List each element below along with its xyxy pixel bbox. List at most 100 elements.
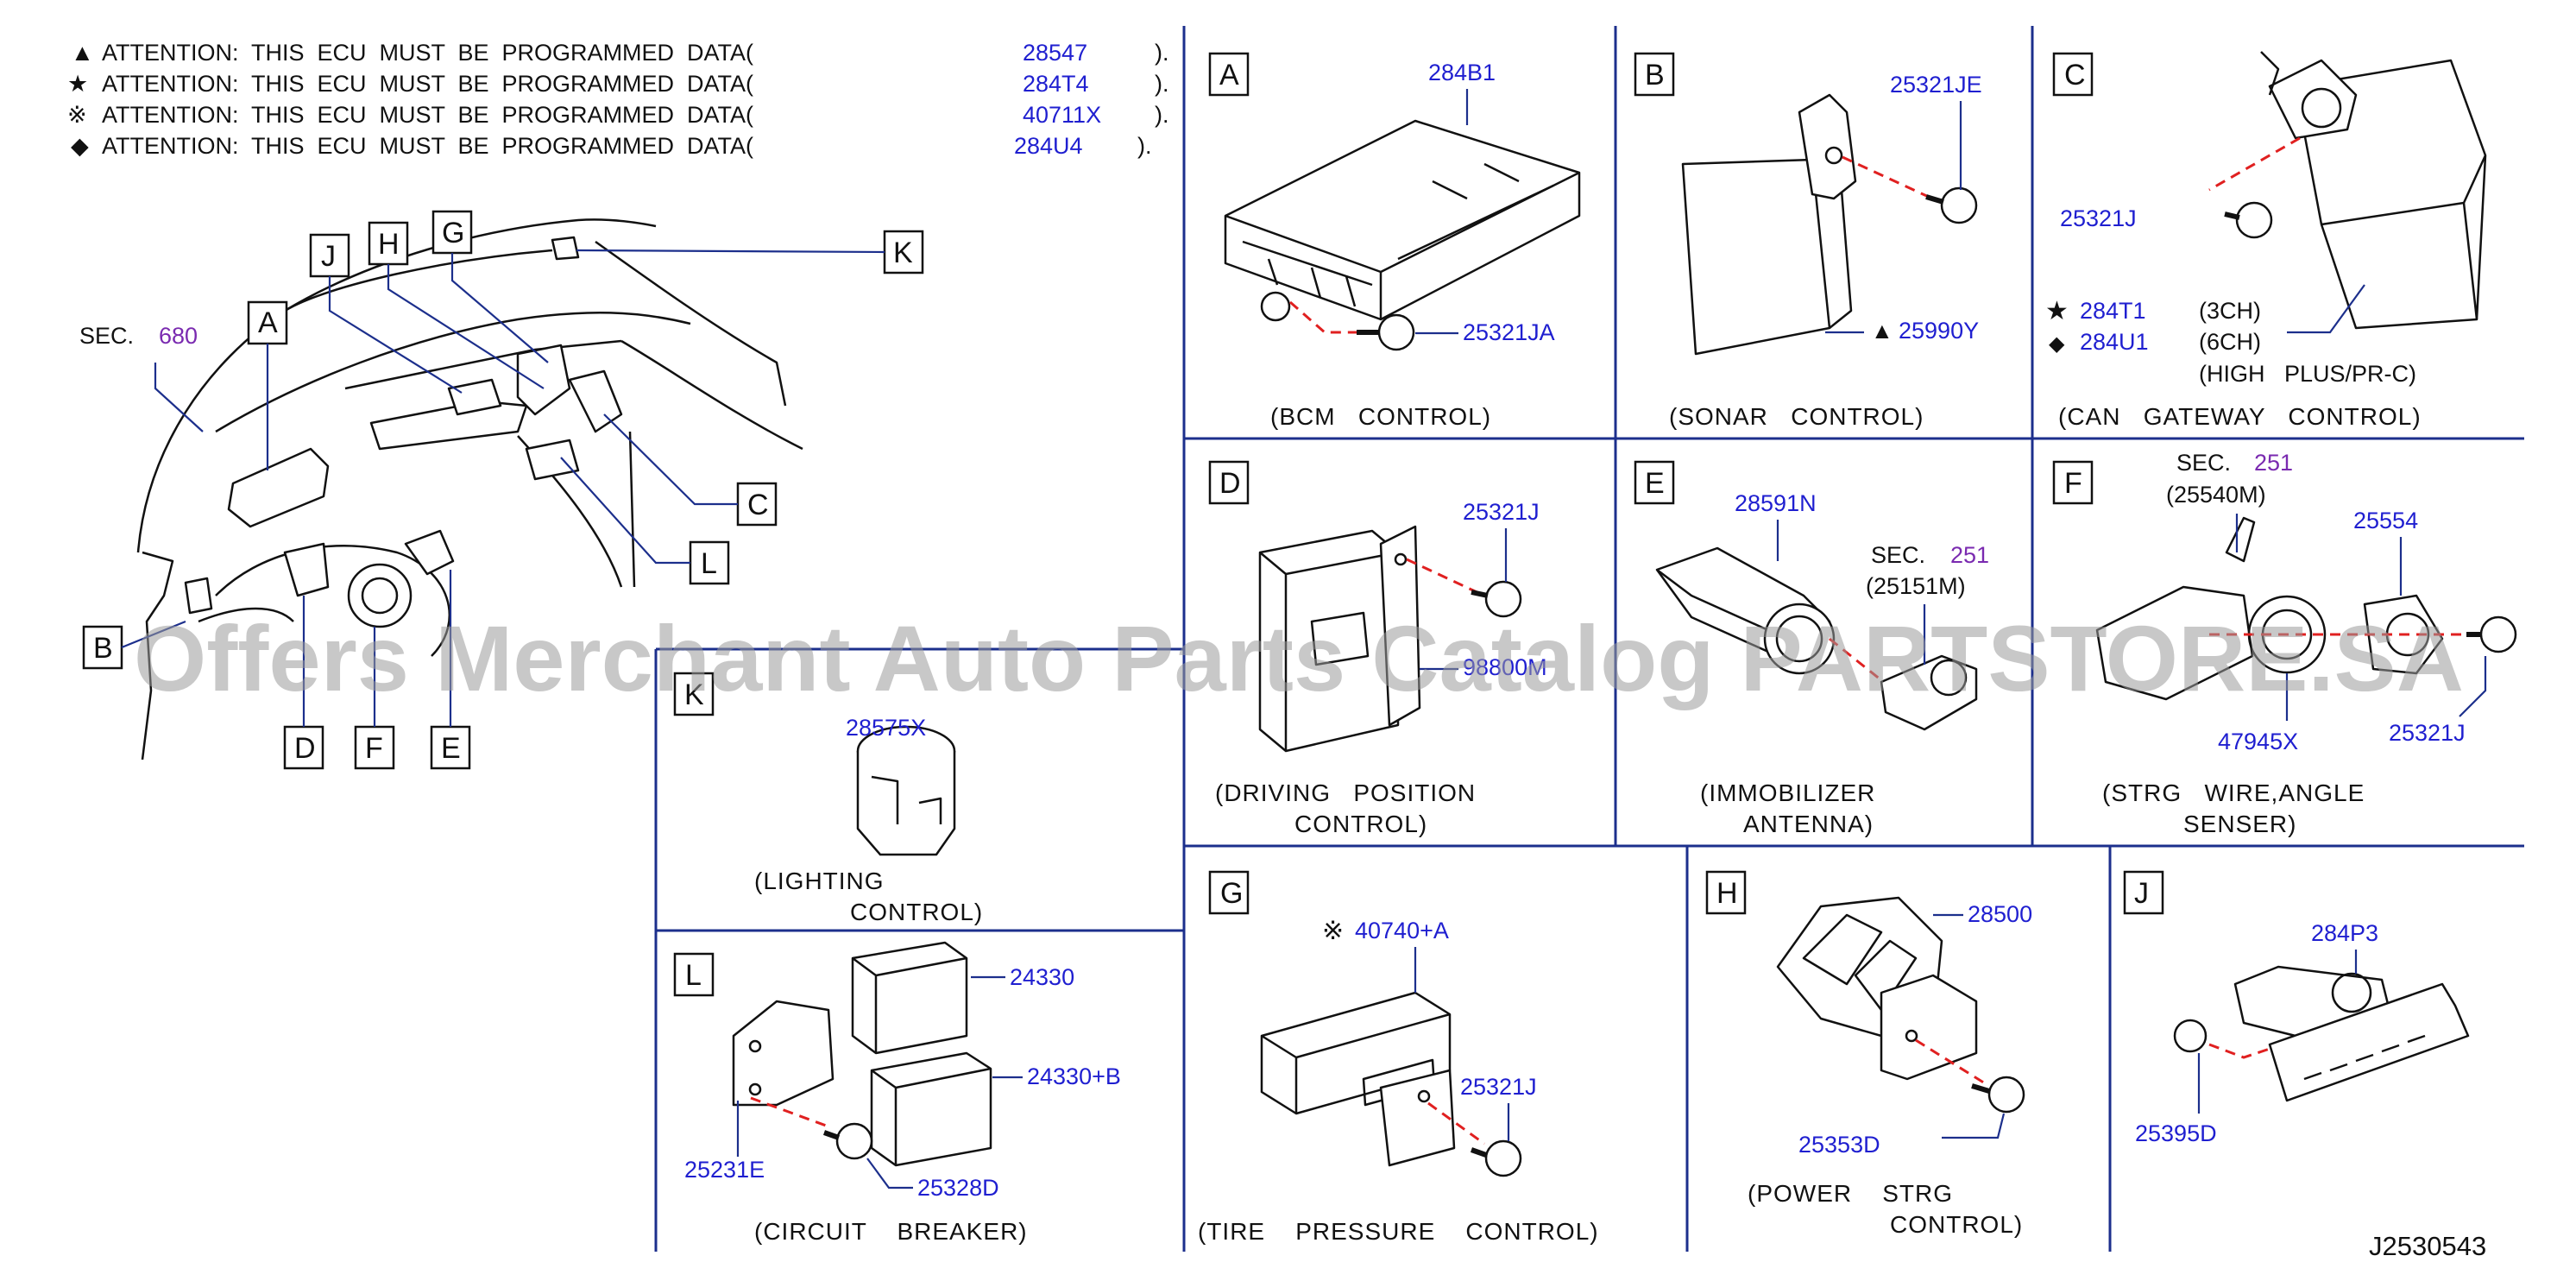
attention-close: ). xyxy=(1155,40,1169,66)
panel-F-strg-wire-angle-senser: F SEC. 251 (25540M) 25554 47945X 25321J … xyxy=(2052,450,2517,837)
part-label[interactable]: 25321J xyxy=(1463,499,1540,525)
panel-caption: (LIGHTING xyxy=(754,868,885,894)
sec-number[interactable]: 251 xyxy=(1950,542,1989,568)
svg-text:F: F xyxy=(365,732,383,765)
attention-close: ). xyxy=(1137,133,1152,159)
panel-D-driving-position-control: D 25321J 98800M (DRIVING POSITION CONTRO… xyxy=(1208,460,1547,837)
attention-part[interactable]: 40711X xyxy=(1023,102,1101,128)
panel-caption: CONTROL) xyxy=(850,899,983,925)
callout-J[interactable]: J xyxy=(309,233,463,394)
part-label[interactable]: 28591N xyxy=(1735,490,1817,516)
part-label[interactable]: 284P3 xyxy=(2311,920,2378,946)
part-label[interactable]: 40740+A xyxy=(1355,918,1449,943)
variant-note: (HIGH PLUS/PR-C) xyxy=(2199,361,2416,387)
attention-text: ATTENTION: THIS ECU MUST BE PROGRAMMED D… xyxy=(102,71,753,97)
panel-L-circuit-breaker: L 24330 24330+B 25231E 25328D (CIRCUIT B… xyxy=(673,941,1121,1245)
part-label[interactable]: 47945X xyxy=(2218,729,2298,754)
part-label[interactable]: 25353D xyxy=(1798,1132,1880,1158)
panel-letter: F xyxy=(2064,467,2082,500)
part-label[interactable]: 284T1 xyxy=(2080,298,2146,324)
svg-text:G: G xyxy=(442,217,464,249)
panel-B-sonar-control: B 25321JE ▲ 25990Y (SONAR CONTROL) xyxy=(1634,52,1982,430)
panel-caption: (SONAR CONTROL) xyxy=(1669,403,1924,430)
part-label[interactable]: 25321J xyxy=(1460,1074,1537,1100)
part-label[interactable]: 25321JA xyxy=(1463,319,1555,345)
part-label[interactable]: 284B1 xyxy=(1428,60,1496,85)
panel-J: J 284P3 25395D xyxy=(2123,870,2470,1146)
programming-mark: ◆ xyxy=(2049,332,2065,356)
sec-number[interactable]: 680 xyxy=(159,323,198,349)
panel-caption: (BCM CONTROL) xyxy=(1270,403,1491,430)
svg-text:E: E xyxy=(441,732,461,765)
svg-text:K: K xyxy=(893,237,913,269)
attention-symbol: ◆ xyxy=(71,133,89,159)
sec-number[interactable]: 251 xyxy=(2254,450,2293,476)
panel-letter: K xyxy=(684,678,704,711)
attention-part[interactable]: 28547 xyxy=(1023,40,1087,66)
part-label[interactable]: 25231E xyxy=(684,1157,765,1183)
part-label[interactable]: 284U1 xyxy=(2080,329,2149,355)
callout-L[interactable]: L xyxy=(560,457,730,585)
attention-text: ATTENTION: THIS ECU MUST BE PROGRAMMED D… xyxy=(102,102,753,128)
callout-H[interactable]: H xyxy=(368,221,545,389)
part-label[interactable]: 24330 xyxy=(1010,964,1074,990)
callout-G[interactable]: G xyxy=(431,210,549,363)
panel-letter: J xyxy=(2134,877,2149,910)
part-label[interactable]: 98800M xyxy=(1463,654,1547,680)
programming-mark: ★ xyxy=(2045,297,2069,325)
part-label[interactable]: 25990Y xyxy=(1899,318,1979,344)
attention-part[interactable]: 284U4 xyxy=(1014,133,1083,159)
panel-caption: CONTROL) xyxy=(1294,811,1427,837)
panel-A-bcm-control: A 284B1 25321JA (BCM CONTROL) xyxy=(1208,52,1581,430)
panel-letter: H xyxy=(1716,877,1738,910)
attention-row: ▲ ATTENTION: THIS ECU MUST BE PROGRAMMED… xyxy=(71,40,1169,66)
part-label[interactable]: 28500 xyxy=(1968,901,2032,927)
callout-F[interactable]: F xyxy=(354,627,395,770)
panel-letter: B xyxy=(1645,59,1665,92)
attention-symbol: ★ xyxy=(67,71,88,97)
panel-caption: (CIRCUIT BREAKER) xyxy=(754,1218,1028,1245)
attention-symbol: ▲ xyxy=(71,40,94,66)
svg-text:D: D xyxy=(294,732,316,765)
part-label[interactable]: 25321J xyxy=(2060,205,2137,231)
panel-letter: E xyxy=(1645,467,1665,500)
attention-part[interactable]: 284T4 xyxy=(1023,71,1089,97)
panel-caption: CONTROL) xyxy=(1890,1211,2023,1238)
watermark: Offers Merchant Auto Parts Catalog PARTS… xyxy=(134,606,2464,710)
part-label[interactable]: 24330+B xyxy=(1027,1063,1121,1089)
attention-row: ※ ATTENTION: THIS ECU MUST BE PROGRAMMED… xyxy=(67,102,1169,128)
panel-letter: A xyxy=(1219,59,1239,92)
panel-letter: C xyxy=(2064,59,2086,92)
attention-close: ). xyxy=(1155,71,1169,97)
attention-close: ). xyxy=(1155,102,1169,128)
callout-A[interactable]: A xyxy=(247,300,288,470)
part-label[interactable]: 25328D xyxy=(917,1175,999,1201)
variant-note: (3CH) xyxy=(2199,298,2261,324)
svg-text:A: A xyxy=(258,306,278,339)
attention-row: ★ ATTENTION: THIS ECU MUST BE PROGRAMMED… xyxy=(67,71,1169,97)
part-label[interactable]: 25321J xyxy=(2389,720,2466,746)
attention-symbol: ※ xyxy=(67,102,87,128)
svg-text:H: H xyxy=(378,228,400,261)
part-label[interactable]: 25321JE xyxy=(1890,72,1982,98)
sec-part: (25540M) xyxy=(2166,482,2266,508)
svg-text:L: L xyxy=(701,547,717,580)
attention-text: ATTENTION: THIS ECU MUST BE PROGRAMMED D… xyxy=(102,133,753,159)
callout-B[interactable]: B xyxy=(82,620,186,670)
callout-K[interactable]: K xyxy=(576,230,924,274)
callout-C[interactable]: C xyxy=(603,413,778,527)
part-label[interactable]: 25395D xyxy=(2135,1120,2217,1146)
callout-D[interactable]: D xyxy=(283,596,324,770)
callout-E[interactable]: E xyxy=(430,570,471,770)
sec-label: SEC. xyxy=(79,323,134,349)
panel-K-lighting-control: K 28575X (LIGHTING CONTROL) xyxy=(673,672,983,925)
attention-row: ◆ ATTENTION: THIS ECU MUST BE PROGRAMMED… xyxy=(71,133,1152,159)
part-label[interactable]: 25554 xyxy=(2353,508,2418,533)
part-label[interactable]: 28575X xyxy=(846,715,926,741)
sec-part: (25151M) xyxy=(1866,573,1966,599)
panel-caption: (STRG WIRE,ANGLE xyxy=(2102,779,2365,806)
panel-caption: SENSER) xyxy=(2183,811,2296,837)
panel-caption: ANTENNA) xyxy=(1743,811,1874,837)
panel-grid xyxy=(654,26,2524,1252)
panel-H-power-strg-control: H 28500 25353D (POWER STRG CONTROL) xyxy=(1705,870,2032,1238)
